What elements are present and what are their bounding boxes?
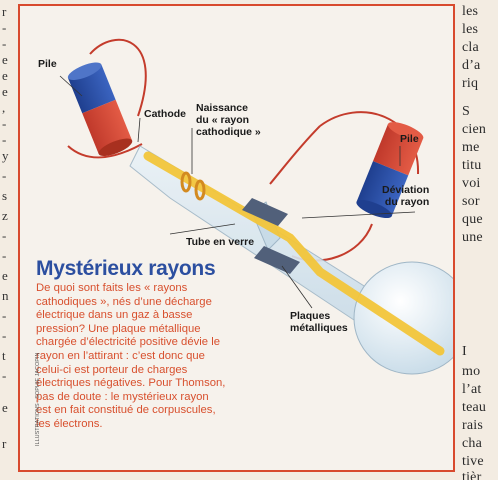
label-cathode: Cathode [144, 108, 186, 120]
left-fragment-char: - [2, 368, 7, 383]
right-fragment-line: tive [462, 454, 484, 469]
label-tube: Tube en verre [186, 236, 255, 248]
left-fragment-char: e [2, 268, 8, 283]
left-fragment-char: e [2, 68, 8, 83]
right-fragment-line: sor [462, 194, 480, 209]
right-fragment-line: l’at [462, 382, 482, 397]
left-fragment-char: y [2, 148, 9, 163]
right-fragment-line: cla [462, 40, 479, 55]
left-fragment-char: - [2, 328, 7, 343]
left-fragment-char: e [2, 84, 8, 99]
left-fragment-char: - [2, 116, 7, 131]
right-fragment-line: les [462, 4, 479, 19]
crt-illustration [59, 38, 453, 375]
right-fragment-line: S [462, 104, 470, 119]
right-fragment-line: que [462, 212, 483, 227]
right-fragment-line: tièr [462, 470, 482, 480]
right-fragment-line: d’a [462, 58, 481, 73]
upper-plate [242, 198, 288, 226]
left-battery-icon [67, 62, 133, 157]
right-fragment-line: titu [462, 158, 482, 173]
right-fragment-line: rais [462, 418, 484, 433]
left-fragment-char: n [2, 288, 9, 303]
label-pile-right: Pile [400, 133, 419, 145]
illustration-box: Pile Cathode Naissance du « rayon cathod… [18, 4, 455, 472]
left-fragment-char: - [2, 36, 7, 51]
left-fragment-char: r [2, 436, 7, 451]
left-fragment-char: , [2, 100, 6, 115]
left-fragment-char: - [2, 168, 7, 183]
right-fragment-line: cha [462, 436, 483, 451]
right-fragment-line: cien [462, 122, 487, 137]
left-fragment-char: t [2, 348, 6, 363]
left-fragment-char: e [2, 52, 8, 67]
left-fragment-char: r [2, 4, 7, 19]
label-pile-left: Pile [38, 58, 57, 70]
lower-plate [254, 246, 300, 274]
box-body-text: De quoi sont faits les « rayons cathodiq… [36, 282, 226, 430]
left-fragment-char: - [2, 308, 7, 323]
right-fragment-line: voi [462, 176, 481, 191]
right-fragment-line: riq [462, 76, 479, 91]
right-fragment-line: I [462, 344, 467, 359]
left-fragment-char: - [2, 228, 7, 243]
right-fragment-line: mo [462, 364, 481, 379]
left-fragment-char: - [2, 20, 7, 35]
left-fragment-char: - [2, 132, 7, 147]
left-fragment-char: z [2, 208, 8, 223]
left-fragment-char: s [2, 188, 8, 203]
box-title: Mystérieux rayons [36, 257, 216, 280]
right-fragment-line: me [462, 140, 480, 155]
right-battery-icon [356, 122, 424, 219]
cathode-ray [143, 151, 445, 356]
label-deviation: Déviation du rayon [382, 184, 430, 208]
bulb [353, 261, 453, 375]
right-fragment-line: une [462, 230, 483, 245]
right-fragment-line: les [462, 22, 479, 37]
left-fragment-char: e [2, 400, 8, 415]
label-naissance: Naissance du « rayon cathodique » [196, 102, 261, 138]
right-fragment-line: teau [462, 400, 487, 415]
left-fragment-char: - [2, 248, 7, 263]
illustration-credit: ILLUSTRATIONS : SOPHIE JACOPIN [35, 352, 41, 446]
label-plaques: Plaques métalliques [290, 310, 348, 334]
